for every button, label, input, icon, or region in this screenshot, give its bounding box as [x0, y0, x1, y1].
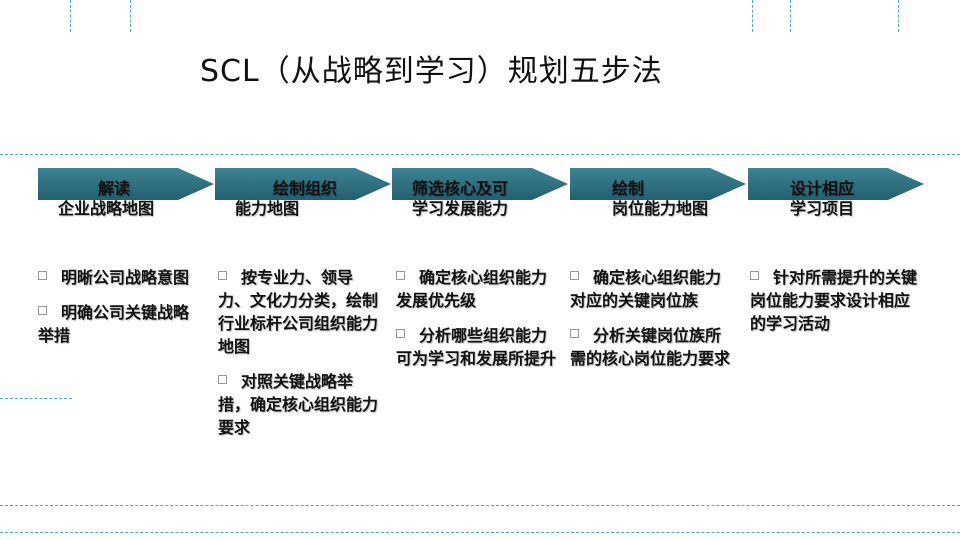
- step-label-line1: 解读: [98, 179, 131, 198]
- square-bullet-icon: [396, 329, 405, 338]
- step-details-1: 明晰公司战略意图 明确公司关键战略举措: [38, 266, 200, 359]
- step-details-4: 确定核心组织能力对应的关键岗位族 分析关键岗位族所需的核心岗位能力要求: [570, 266, 736, 382]
- step-label-line2: 学习项目: [790, 199, 855, 218]
- step-label: 设计相应 学习项目: [790, 179, 854, 219]
- step-label: 解读 企业战略地图: [58, 179, 154, 219]
- step-label: 绘制 岗位能力地图: [612, 179, 708, 219]
- list-item: 分析关键岗位族所需的核心岗位能力要求: [570, 326, 731, 368]
- list-item: 分析哪些组织能力可为学习和发展所提升: [396, 326, 557, 368]
- square-bullet-icon: [750, 271, 759, 280]
- step-label-line2: 企业战略地图: [58, 199, 155, 218]
- list-item: 明晰公司战略意图: [38, 266, 200, 289]
- guide-line: [752, 0, 753, 32]
- arrow-shape: [215, 168, 391, 200]
- square-bullet-icon: [218, 375, 227, 384]
- square-bullet-icon: [218, 271, 227, 280]
- step-label-line1: 筛选核心及可: [412, 179, 509, 198]
- list-item: 明确公司关键战略举措: [38, 303, 190, 345]
- square-bullet-icon: [396, 271, 405, 280]
- step-label-line1: 设计相应: [790, 179, 855, 198]
- arrow-shape: [570, 168, 746, 200]
- page-title: SCL（从战略到学习）规划五步法: [200, 54, 663, 89]
- step-label: 绘制组织 能力地图: [235, 179, 337, 219]
- guide-line: [898, 0, 899, 32]
- list-item: 按专业力、领导力、文化力分类，绘制行业标杆公司组织能力地图: [218, 268, 379, 356]
- step-arrow-5: 设计相应 学习项目: [748, 168, 930, 228]
- guide-line: [0, 154, 960, 155]
- arrow-shape: [38, 168, 214, 200]
- step-details-3: 确定核心组织能力发展优先级 分析哪些组织能力可为学习和发展所提升: [396, 266, 562, 382]
- arrow-shape: [392, 168, 568, 200]
- step-arrow-4: 绘制 岗位能力地图: [570, 168, 752, 228]
- step-arrow-1: 解读 企业战略地图: [38, 168, 220, 228]
- guide-line: [0, 532, 960, 533]
- step-arrow-3: 筛选核心及可 学习发展能力: [392, 168, 574, 228]
- list-item: 确定核心组织能力发展优先级: [396, 268, 548, 310]
- list-item: 针对所需提升的关键岗位能力要求设计相应的学习活动: [750, 268, 918, 333]
- list-item: 确定核心组织能力对应的关键岗位族: [570, 268, 722, 310]
- square-bullet-icon: [38, 271, 47, 280]
- step-label-line2: 学习发展能力: [412, 199, 509, 218]
- step-details-5: 针对所需提升的关键岗位能力要求设计相应的学习活动: [750, 266, 920, 347]
- step-label-line2: 能力地图: [235, 199, 300, 218]
- guide-line: [70, 0, 71, 32]
- step-label-line1: 绘制组织: [273, 179, 338, 198]
- square-bullet-icon: [570, 329, 579, 338]
- step-label: 筛选核心及可 学习发展能力: [412, 179, 508, 219]
- guide-line: [130, 0, 131, 32]
- guide-line: [0, 505, 960, 506]
- step-label-line1: 绘制: [612, 179, 645, 198]
- square-bullet-icon: [38, 306, 47, 315]
- guide-line: [0, 398, 72, 399]
- guide-line: [790, 0, 791, 32]
- step-details-2: 按专业力、领导力、文化力分类，绘制行业标杆公司组织能力地图 对照关键战略举措，确…: [218, 266, 384, 451]
- square-bullet-icon: [570, 271, 579, 280]
- step-arrow-2: 绘制组织 能力地图: [215, 168, 397, 228]
- list-item: 对照关键战略举措，确定核心组织能力要求: [218, 372, 379, 437]
- arrow-shape: [748, 168, 924, 200]
- step-label-line2: 岗位能力地图: [612, 199, 709, 218]
